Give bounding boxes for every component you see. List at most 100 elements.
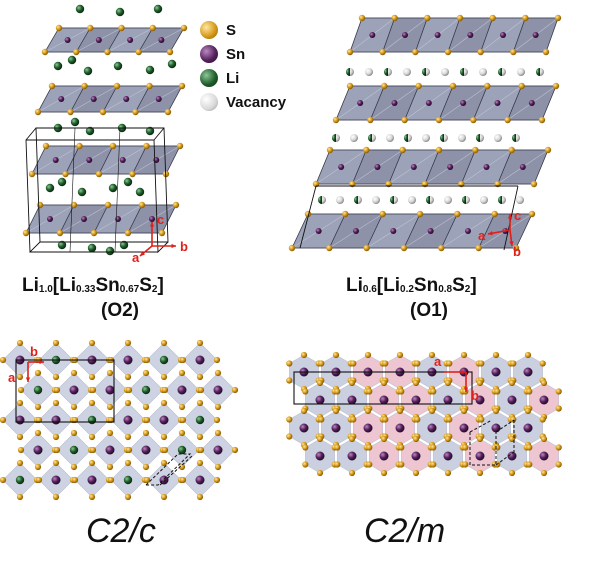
lithium-partial-atom bbox=[422, 68, 426, 76]
tin-atom bbox=[459, 423, 469, 433]
sulfur-atom bbox=[435, 146, 443, 154]
lithium-atom bbox=[141, 385, 151, 395]
lithium-partial-atom bbox=[390, 196, 394, 204]
sulfur-atom bbox=[70, 403, 78, 411]
tin-atom bbox=[539, 451, 549, 461]
tin-atom bbox=[315, 451, 325, 461]
sulfur-atom bbox=[196, 339, 204, 347]
sulfur-atom bbox=[95, 170, 103, 178]
sulfur-atom bbox=[158, 229, 166, 237]
lithium-atom bbox=[33, 385, 43, 395]
sulfur-atom bbox=[16, 339, 24, 347]
sulfur-atom bbox=[380, 379, 388, 387]
sulfur-atom bbox=[214, 463, 222, 471]
tin-atom bbox=[115, 216, 121, 222]
lithium-partial-atom bbox=[512, 134, 516, 142]
sulfur-atom bbox=[52, 399, 60, 407]
sulfur-atom bbox=[381, 82, 388, 90]
sulfur-atom bbox=[196, 433, 204, 441]
sulfur-atom bbox=[161, 386, 169, 394]
sulfur-atom bbox=[444, 435, 452, 443]
sulfur-atom bbox=[0, 356, 7, 364]
sulfur-atom bbox=[214, 369, 222, 377]
tin-atom bbox=[447, 164, 454, 170]
sulfur-atom bbox=[113, 82, 121, 90]
sulfur-atom bbox=[346, 48, 354, 56]
right-formula: Li0.6[Li0.2Sn0.8S2] bbox=[346, 275, 477, 297]
sulfur-atom bbox=[286, 360, 293, 367]
sulfur-atom bbox=[164, 108, 172, 116]
tin-atom bbox=[123, 415, 133, 425]
sulfur-atom bbox=[16, 399, 24, 407]
sulfur-atom bbox=[494, 388, 501, 395]
lithium-atom bbox=[15, 475, 25, 485]
lithium-partial-atom bbox=[440, 134, 444, 142]
sulfur-atom bbox=[334, 388, 341, 395]
sulfur-atom bbox=[142, 369, 150, 377]
sulfur-atom bbox=[70, 369, 78, 377]
sulfur-atom bbox=[48, 82, 56, 90]
b-axis-arrow-head bbox=[463, 387, 469, 392]
lithium-partial-atom bbox=[404, 134, 408, 142]
sulfur-atom bbox=[143, 476, 151, 484]
sulfur-atom bbox=[316, 435, 324, 443]
lithium-partial-atom bbox=[354, 196, 358, 204]
sulfur-atom bbox=[17, 386, 25, 394]
lithium-atom bbox=[108, 183, 118, 193]
tin-atom bbox=[507, 451, 517, 461]
sulfur-atom bbox=[124, 229, 132, 237]
sulfur-atom bbox=[332, 116, 340, 124]
sulfur-atom bbox=[125, 386, 133, 394]
sulfur-atom bbox=[380, 469, 388, 477]
sulfur-atom bbox=[424, 14, 431, 22]
sulfur-atom bbox=[460, 351, 468, 359]
tin-atom bbox=[90, 96, 97, 102]
unit-cell-projection bbox=[293, 371, 473, 405]
vacancy-site bbox=[517, 68, 525, 76]
tin-atom bbox=[141, 445, 151, 455]
sulfur-atom bbox=[504, 116, 511, 124]
sulfur-atom bbox=[382, 360, 389, 367]
lithium-atom bbox=[159, 355, 169, 365]
sulfur-atom bbox=[416, 210, 424, 218]
sulfur-atom bbox=[0, 476, 7, 484]
sulfur-atom bbox=[52, 433, 60, 441]
sulfur-atom bbox=[489, 14, 496, 22]
lithium-partial-atom bbox=[384, 68, 388, 76]
sulfur-atom bbox=[16, 373, 24, 381]
vacancy-site bbox=[458, 134, 466, 142]
sulfur-atom bbox=[430, 444, 437, 451]
sulfur-atom bbox=[476, 379, 484, 387]
formula-part: ] bbox=[470, 275, 477, 296]
sulfur-atom bbox=[444, 379, 452, 387]
sulfur-atom bbox=[35, 476, 43, 484]
tin-atom bbox=[15, 415, 25, 425]
tin-atom bbox=[494, 100, 501, 106]
sulfur-atom bbox=[106, 403, 114, 411]
sulfur-atom bbox=[160, 493, 168, 501]
formula-part: S bbox=[452, 275, 465, 296]
unit-cell-projection bbox=[15, 359, 115, 423]
sulfur-atom bbox=[106, 463, 114, 471]
sulfur-atom bbox=[88, 339, 96, 347]
sulfur-atom bbox=[89, 386, 97, 394]
sulfur-atom bbox=[81, 82, 88, 90]
sulfur-atom bbox=[34, 429, 42, 437]
tin-atom bbox=[51, 475, 61, 485]
sulfur-atom bbox=[179, 416, 187, 424]
sulfur-atom bbox=[87, 24, 94, 32]
sulfur-atom bbox=[555, 444, 562, 451]
lithium-partial-atom bbox=[536, 68, 540, 76]
tin-atom bbox=[357, 100, 364, 106]
sulfur-atom bbox=[400, 244, 408, 252]
sulfur-atom bbox=[179, 476, 187, 484]
lithium-swatch bbox=[200, 69, 218, 87]
sulfur-atom bbox=[476, 435, 484, 443]
sulfur-atom bbox=[552, 82, 560, 90]
tin-atom bbox=[86, 157, 93, 163]
formula-subscript: 0.2 bbox=[400, 284, 414, 295]
sulfur-atom bbox=[412, 469, 420, 477]
sulfur-atom bbox=[398, 388, 405, 395]
right-space-group: C2/m bbox=[364, 512, 446, 550]
sulfur-atom bbox=[109, 142, 117, 150]
